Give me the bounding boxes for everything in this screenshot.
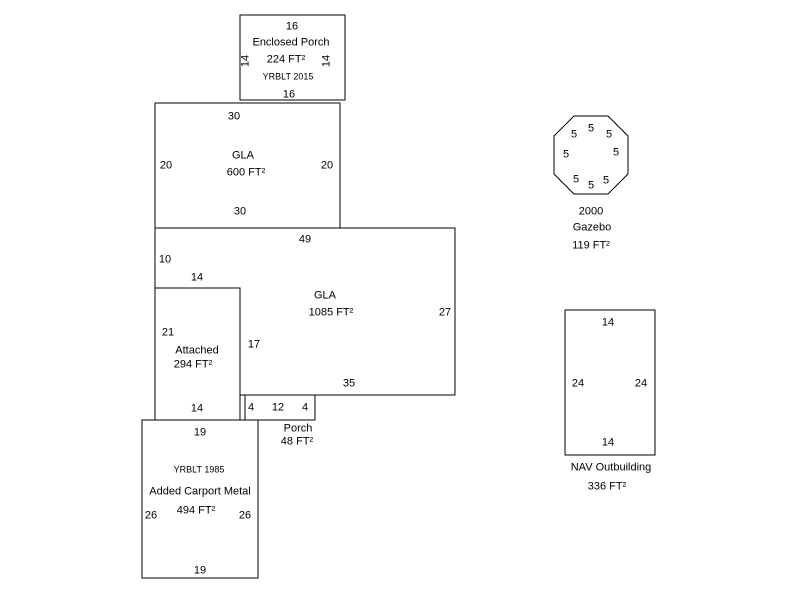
porch-dim-top: 12	[271, 401, 285, 414]
nav-outbuilding-dim-top: 14	[601, 316, 615, 329]
carport-dim-left: 26	[144, 509, 158, 522]
gazebo-dim-bottom: 5	[587, 179, 595, 192]
gazebo-dim-upper-left: 5	[570, 128, 578, 141]
attached-area: 294 FT²	[173, 358, 213, 371]
gla-600-dim-right: 20	[320, 159, 334, 172]
nav-outbuilding-dim-left: 24	[571, 377, 585, 390]
gazebo-year: 2000	[578, 205, 604, 218]
gla-1085-title: GLA	[313, 289, 337, 302]
nav-outbuilding-title: NAV Outbuilding	[570, 461, 652, 474]
gla-600-dim-top: 30	[227, 110, 241, 123]
enclosed-porch-dim-top: 16	[285, 20, 299, 33]
attached-dim-left: 21	[161, 326, 175, 339]
porch-title: Porch	[283, 422, 313, 435]
gla-600-area: 600 FT²	[226, 166, 266, 179]
gla-1085-dim-top: 49	[298, 233, 312, 246]
gazebo-dim-right: 5	[612, 146, 620, 159]
enclosed-porch-dim-right: 14	[320, 54, 333, 68]
gla-1085-dim-step-top: 14	[190, 271, 204, 284]
enclosed-porch-dim-left: 14	[239, 54, 252, 68]
gazebo-dim-lower-left: 5	[572, 173, 580, 186]
gla-1085-dim-step-left: 17	[247, 338, 261, 351]
nav-outbuilding-dim-bottom: 14	[601, 436, 615, 449]
enclosed-porch-dim-bottom: 16	[282, 88, 296, 101]
carport-title: Added Carport Metal	[149, 485, 251, 498]
enclosed-porch-yrblt: YRBLT 2015	[262, 71, 314, 82]
nav-outbuilding-dim-right: 24	[634, 377, 648, 390]
gazebo-area: 119 FT²	[572, 239, 610, 252]
gla-1085-dim-right: 27	[438, 306, 452, 319]
enclosed-porch-area: 224 FT²	[266, 53, 306, 66]
attached-title: Attached	[175, 344, 219, 357]
gazebo-dim-left: 5	[562, 148, 570, 161]
porch-area: 48 FT²	[280, 435, 314, 448]
enclosed-porch-title: Enclosed Porch	[252, 36, 330, 49]
gla-600-dim-left: 20	[159, 159, 173, 172]
gazebo-title: Gazebo	[572, 221, 612, 234]
attached-dim-bottom: 14	[190, 402, 204, 415]
porch-dim-right: 4	[301, 401, 309, 414]
carport-area: 494 FT²	[176, 504, 216, 517]
porch-outline	[244, 394, 316, 421]
enclosed-porch-outline	[239, 14, 346, 101]
gazebo-dim-upper-right: 5	[605, 128, 613, 141]
carport-dim-bottom: 19	[193, 564, 207, 577]
carport-dim-right: 26	[238, 509, 252, 522]
carport-outline	[141, 419, 259, 579]
gla-1085-dim-bottom: 35	[342, 377, 356, 390]
gla-600-title: GLA	[231, 149, 255, 162]
nav-outbuilding-outline	[564, 309, 656, 456]
gazebo-outline	[553, 115, 629, 195]
gla-600-outline	[154, 102, 341, 229]
carport-yrblt: YRBLT 1985	[173, 464, 225, 475]
gazebo-dim-lower-right: 5	[602, 174, 610, 187]
gazebo-dim-top: 5	[587, 122, 595, 135]
porch-dim-left: 4	[247, 401, 255, 414]
nav-outbuilding-area: 336 FT²	[587, 480, 627, 493]
carport-dim-top: 19	[193, 426, 207, 439]
gla-1085-dim-left: 10	[158, 253, 172, 266]
gla-600-dim-bottom: 30	[233, 205, 247, 218]
gla-1085-area: 1085 FT²	[308, 306, 354, 319]
